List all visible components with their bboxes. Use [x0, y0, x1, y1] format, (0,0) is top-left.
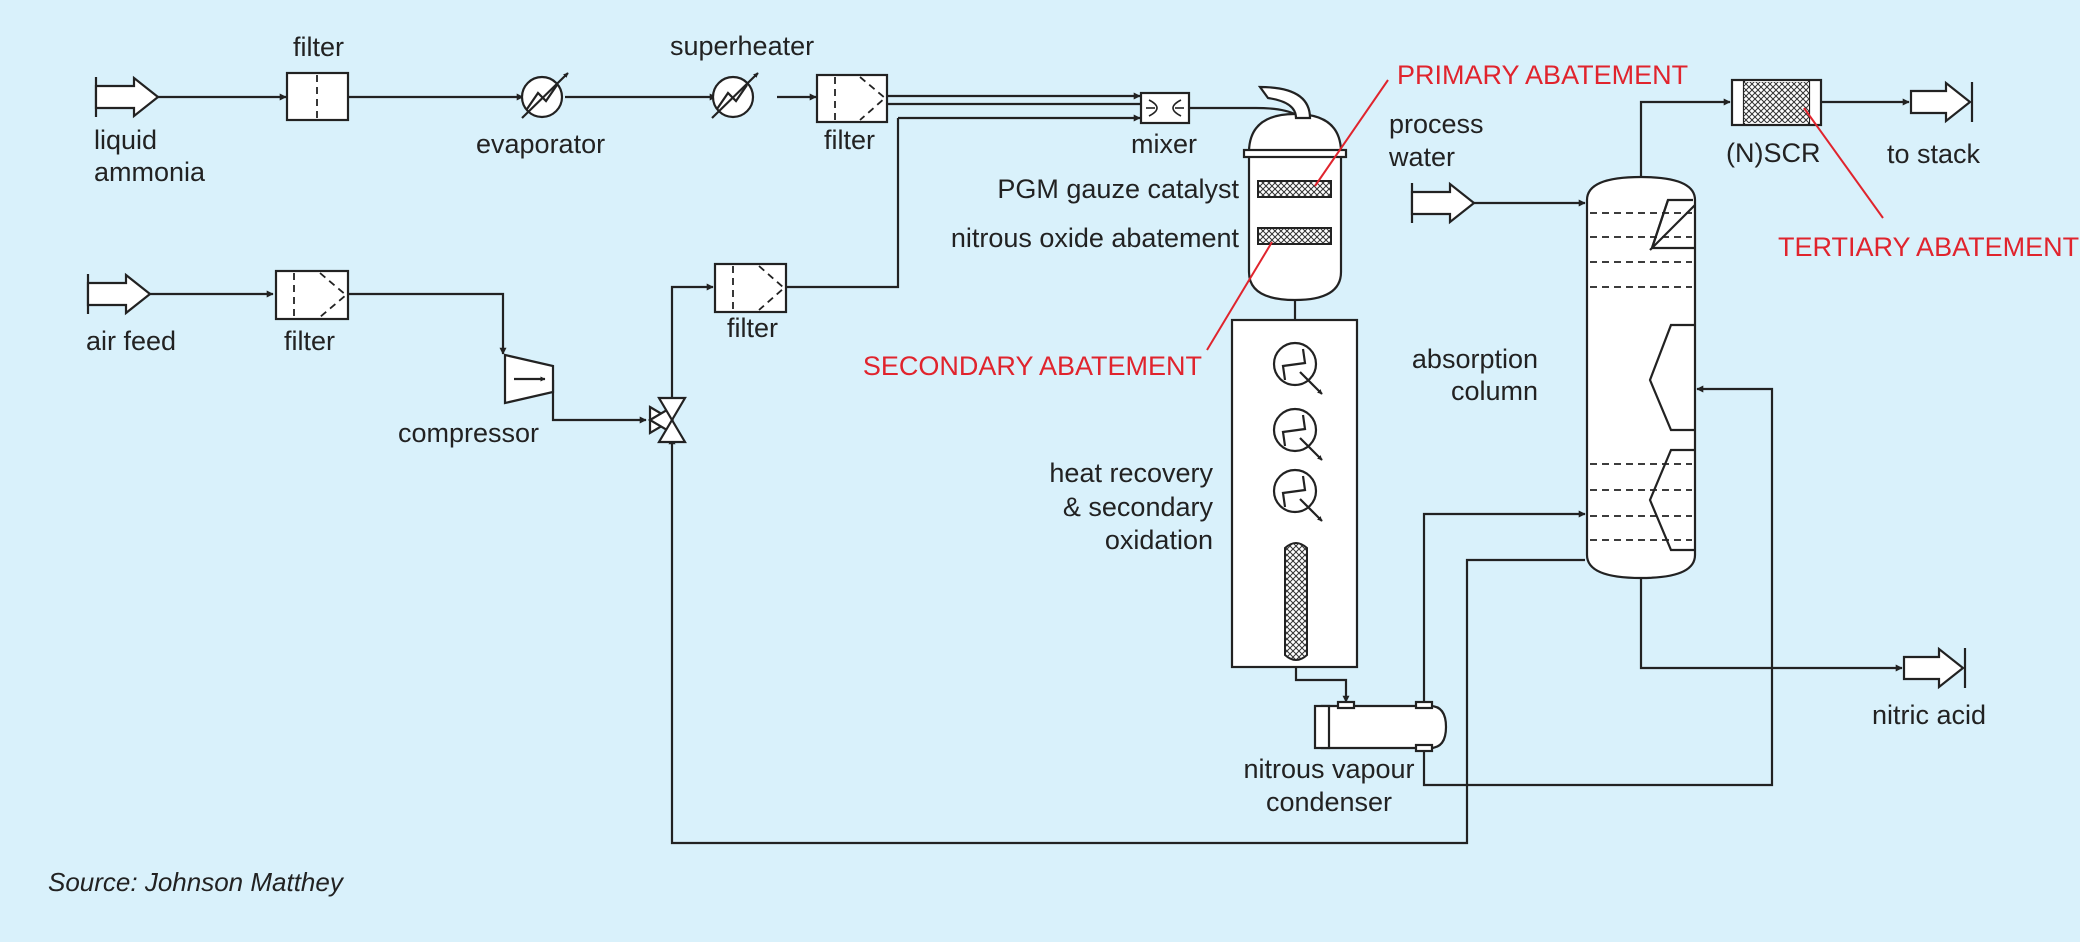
mixer-icon [1139, 91, 1191, 125]
condenser-label-2: condenser [1266, 787, 1392, 817]
tertiary-abatement-label: TERTIARY ABATEMENT [1778, 232, 2079, 262]
compressor-icon [503, 353, 555, 405]
nitrous-oxide-abatement-bed-icon [1257, 227, 1332, 245]
nitrous-oxide-abatement-label: nitrous oxide abatement [951, 223, 1240, 253]
secondary-abatement-label: SECONDARY ABATEMENT [863, 351, 1202, 381]
evaporator-icon [520, 72, 569, 119]
filter-mid-icon [713, 262, 788, 314]
to-stack-outlet-icon [1909, 80, 1974, 124]
filter-ammonia-icon [285, 71, 350, 122]
filter-mid-label: filter [727, 313, 778, 343]
heat-recovery-label-1: heat recovery [1049, 458, 1213, 488]
filter-air-icon [274, 269, 350, 321]
absorption-column-label-1: absorption [1412, 344, 1538, 374]
nitric-acid-label: nitric acid [1872, 700, 1986, 730]
source-credit: Source: Johnson Matthey [48, 867, 345, 897]
compressor-label: compressor [398, 418, 539, 448]
filter-mix-label: filter [824, 125, 875, 155]
pgm-gauze-catalyst-icon [1257, 180, 1332, 198]
heat-recovery-label-2: & secondary [1063, 492, 1214, 522]
air-feed-inlet-icon [86, 272, 152, 316]
liquid-ammonia-inlet-icon [94, 75, 160, 119]
nscr-unit-icon [1730, 78, 1823, 127]
process-water-inlet-icon [1410, 181, 1476, 225]
superheater-label: superheater [670, 31, 814, 61]
nitrous-vapour-condenser-icon [1313, 700, 1448, 753]
liquid-ammonia-label-1: liquid [94, 125, 157, 155]
three-way-valve-icon [647, 396, 687, 444]
nitric-acid-outlet-icon [1902, 646, 1967, 690]
filter-air-label: filter [284, 326, 335, 356]
heat-recovery-label-3: oxidation [1105, 525, 1213, 555]
to-stack-label: to stack [1887, 139, 1981, 169]
mixer-label: mixer [1131, 129, 1197, 159]
process-water-label-2: water [1388, 142, 1455, 172]
abatement-leader-lines [1206, 79, 1884, 351]
superheater-coil-icon [711, 72, 759, 119]
heat-recovery-unit-icon [1230, 318, 1359, 669]
condenser-label-1: nitrous vapour [1243, 754, 1414, 784]
air-feed-label: air feed [86, 326, 176, 356]
evaporator-label: evaporator [476, 129, 605, 159]
liquid-ammonia-label-2: ammonia [94, 157, 206, 187]
filter-ammonia-label: filter [293, 32, 344, 62]
absorption-column-icon [1585, 175, 1697, 580]
process-water-label-1: process [1389, 109, 1484, 139]
absorption-column-label-2: column [1451, 376, 1538, 406]
primary-abatement-label: PRIMARY ABATEMENT [1397, 60, 1688, 90]
pgm-gauze-catalyst-label: PGM gauze catalyst [997, 174, 1239, 204]
filter-mix-icon [815, 73, 889, 124]
nscr-label: (N)SCR [1726, 138, 1821, 168]
